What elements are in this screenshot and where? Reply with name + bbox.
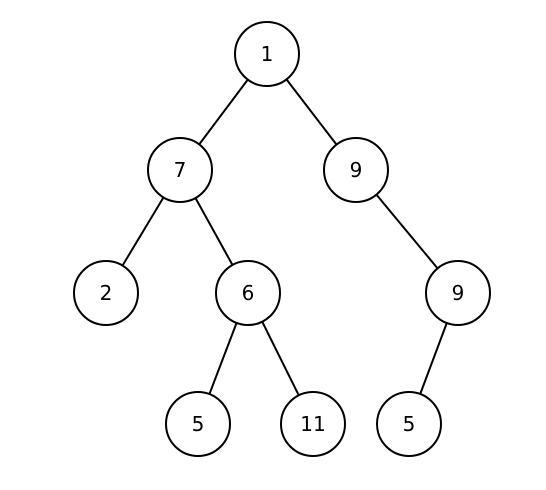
tree-node-n6: 6 (215, 260, 281, 326)
tree-node-label: 5 (403, 412, 416, 436)
tree-node-label: 9 (350, 158, 363, 182)
tree-node-n9a: 9 (323, 137, 389, 203)
tree-node-label: 5 (192, 412, 205, 436)
tree-node-label: 2 (100, 281, 113, 305)
tree-node-circle (147, 137, 213, 203)
tree-node-n7: 7 (147, 137, 213, 203)
tree-edge-n7-n2 (121, 196, 165, 267)
tree-node-circle (234, 21, 300, 87)
tree-node-circle (73, 260, 139, 326)
tree-node-label: 9 (452, 281, 465, 305)
tree-node-n5b: 5 (376, 391, 442, 457)
tree-node-circle (425, 260, 491, 326)
tree-edge-n9b-n5b (419, 322, 448, 395)
tree-node-label: 6 (242, 281, 255, 305)
tree-edge-n1-n9a (285, 78, 338, 146)
tree-node-n5a: 5 (165, 391, 231, 457)
tree-edges (121, 78, 448, 396)
tree-node-label: 7 (174, 158, 187, 182)
tree-edge-n7-n6 (194, 197, 234, 266)
tree-node-label: 11 (300, 412, 325, 436)
tree-nodes: 1 7 9 2 6 9 5 11 5 (73, 21, 491, 457)
tree-edge-n6-n11 (261, 321, 300, 396)
tree-node-n11: 11 (280, 391, 346, 457)
tree-node-circle (165, 391, 231, 457)
tree-node-n9b: 9 (425, 260, 491, 326)
tree-node-circle (323, 137, 389, 203)
tree-edge-n6-n5a (208, 322, 238, 395)
tree-node-circle (376, 391, 442, 457)
tree-node-circle (215, 260, 281, 326)
tree-node-n1: 1 (234, 21, 300, 87)
tree-node-circle (280, 391, 346, 457)
tree-node-label: 1 (261, 42, 274, 66)
tree-edge-n1-n7 (198, 78, 249, 145)
tree-edge-n9a-n9b (375, 193, 439, 270)
tree-node-n2: 2 (73, 260, 139, 326)
